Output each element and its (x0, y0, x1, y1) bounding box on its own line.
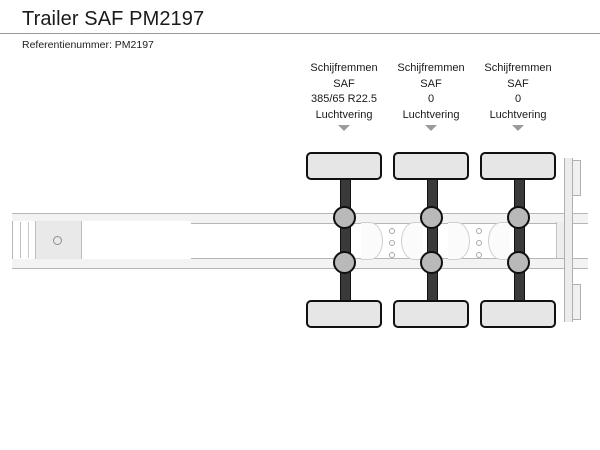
tyre-bottom (306, 300, 382, 328)
axle-2-brake-type: Schijfremmen (397, 62, 465, 74)
axle-shaft (427, 164, 438, 316)
suspension-bracket-1 (361, 222, 423, 260)
suspension-bracket-right (488, 222, 510, 260)
trailer-diagram (0, 140, 600, 340)
rear-rail-cap-bottom (564, 258, 588, 269)
axle-1-brake-type: Schijfremmen (310, 62, 378, 74)
chassis-rail-top (12, 213, 588, 224)
reference-number: Referentienummer: PM2197 (22, 39, 154, 51)
header-divider (0, 33, 600, 34)
front-panel-line-1 (20, 222, 21, 258)
axle-1-suspension: Luchtvering (315, 108, 373, 121)
axle-label-1: Schijfremmen SAF 385/65 R22.5 Luchtverin… (300, 61, 388, 131)
rear-rail-cap-top (564, 213, 588, 224)
chassis-rail-bottom (12, 258, 588, 269)
tyre-top (480, 152, 556, 180)
suspension-bracket-right (401, 222, 423, 260)
wheel-hub-lower (507, 251, 530, 274)
axle-2-suspension: Luchtvering (402, 108, 460, 121)
axle-assembly-2 (387, 140, 475, 340)
axle-label-3: Schijfremmen SAF 0 Luchtvering (474, 61, 562, 131)
axle-shaft (514, 164, 525, 316)
axle-3-brake-type: Schijfremmen (484, 62, 552, 74)
axle-3-tyre-size: 0 (514, 93, 522, 105)
axle-3-brand: SAF (507, 77, 529, 90)
suspension-bracket-2 (448, 222, 510, 260)
page-title: Trailer SAF PM2197 (22, 8, 205, 30)
suspension-bolt-holes (476, 228, 482, 258)
axle-3-suspension: Luchtvering (489, 108, 547, 121)
suspension-bolt-holes (389, 228, 395, 258)
axle-assembly-1 (300, 140, 388, 340)
axle-assembly-3 (474, 140, 562, 340)
suspension-bracket-left (448, 222, 470, 260)
tyre-top (393, 152, 469, 180)
wheel-hub-upper (333, 206, 356, 229)
axle-label-2: Schijfremmen SAF 0 Luchtvering (387, 61, 475, 131)
axle-1-brand: SAF (333, 77, 355, 90)
rear-bumper-tab-bottom (572, 284, 581, 320)
axle-2-down-arrow-icon (425, 125, 437, 131)
rear-bumper-post (564, 158, 573, 322)
axle-2-brand: SAF (420, 77, 442, 90)
suspension-bracket-left (361, 222, 383, 260)
rear-bumper-tab-top (572, 160, 581, 196)
tyre-top (306, 152, 382, 180)
axle-shaft (340, 164, 351, 316)
wheel-hub-upper (507, 206, 530, 229)
kingpin-icon (53, 236, 62, 245)
axle-3-down-arrow-icon (512, 125, 524, 131)
tyre-bottom (393, 300, 469, 328)
tyre-bottom (480, 300, 556, 328)
axle-1-tyre-size: 385/65 R22.5 (310, 93, 378, 105)
wheel-hub-upper (420, 206, 443, 229)
wheel-hub-lower (420, 251, 443, 274)
front-panel-line-2 (28, 222, 29, 258)
wheel-hub-lower (333, 251, 356, 274)
axle-1-down-arrow-icon (338, 125, 350, 131)
axle-2-tyre-size: 0 (427, 93, 435, 105)
